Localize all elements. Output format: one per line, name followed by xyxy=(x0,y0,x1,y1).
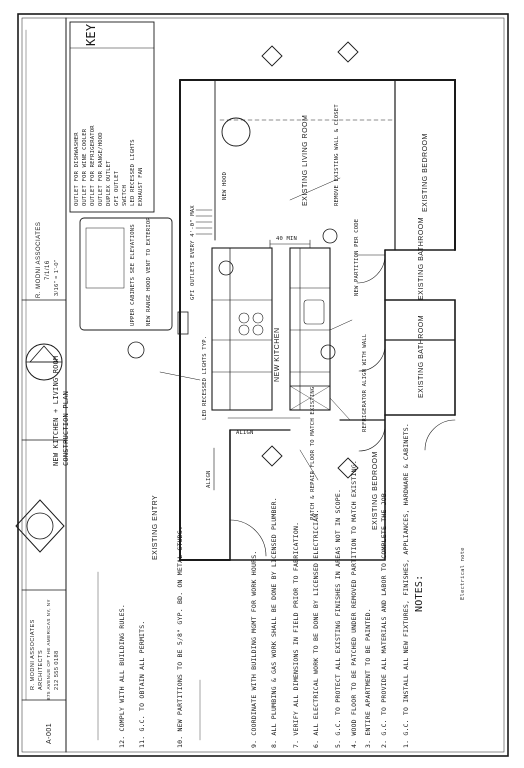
dimension-40: 40 MIN xyxy=(276,236,298,242)
room-label-bedroom-bottom: EXISTING BEDROOM xyxy=(372,451,379,530)
title-block-scale: 3/16" = 1'-0" xyxy=(54,259,60,296)
note-item: 3. ENTIRE APARTMENT TO BE PAINTED. xyxy=(364,608,372,748)
legend-item: EXHAUST FAN xyxy=(138,167,144,206)
note-item: 10. NEW PARTITIONS TO BE 5/8" GYP. BD. O… xyxy=(176,525,184,748)
recessed-note: LED RECESSED LIGHTS TYP. xyxy=(202,335,208,420)
legend-item: SWITCH xyxy=(122,184,128,206)
title-block-sheet-number: A-001 xyxy=(46,722,53,744)
rangehood-note: NEW RANGE HOOD VENT TO EXTERIOR xyxy=(146,217,152,326)
title-block-sheet-title: CONSTRUCTION PLAN xyxy=(62,390,70,466)
mid-note: NEW PARTITION PER CODE xyxy=(354,218,360,296)
notes-header: NOTES: xyxy=(414,574,425,612)
top-note: REMOVE EXISTING WALL & CLOSET xyxy=(334,104,340,206)
note-item: 11. G.C. TO OBTAIN ALL PERMITS. xyxy=(138,620,146,748)
margin-note: Electrical note xyxy=(460,547,466,600)
legend-item: GFI OUTLET xyxy=(114,170,120,206)
room-label-entry: EXISTING ENTRY xyxy=(152,494,159,560)
room-label-bath-1: EXISTING BATHROOM xyxy=(418,216,425,300)
note-item: 6. ALL ELECTRICAL WORK TO BE DONE BY LIC… xyxy=(312,509,320,748)
note-item: 12. COMPLY WITH ALL BUILDING RULES. xyxy=(118,604,126,748)
note-item: 1. G.C. TO INSTALL ALL NEW FIXTURES, FIN… xyxy=(402,423,410,748)
cabinet-note: UPPER CABINETS SEE ELEVATIONS xyxy=(130,224,136,326)
legend-header: KEY xyxy=(84,23,98,46)
title-block-address: 875 AVENUE OF THE AMERICAS NY, NY xyxy=(46,598,51,700)
title-block-firm-type: ARCHITECTS xyxy=(38,649,44,690)
align-label-2: ALIGN xyxy=(206,470,212,488)
room-label-bedroom-top: EXISTING BEDROOM xyxy=(422,133,429,212)
outlet-note: GFI OUTLETS EVERY 4'-0" MAX xyxy=(190,205,196,300)
title-block-phone: 212 555 0188 xyxy=(54,650,60,690)
legend-item: OUTLET FOR WINE COOLER xyxy=(82,128,88,206)
legend-item: DUPLEX OUTLET xyxy=(106,160,112,206)
title-block-firm-name: R. MODNI ASSOCIATES xyxy=(30,619,36,690)
note-item: 5. G.C. TO PROTECT ALL EXISTING FINISHES… xyxy=(334,488,342,748)
note-item: 4. WOOD FLOOR TO BE PATCHED UNDER REMOVE… xyxy=(350,460,358,748)
bottom-note: PATCH & REPAIR FLOOR TO MATCH EXISTING xyxy=(310,386,316,520)
room-label-bath-2: EXISTING BATHROOM xyxy=(418,314,425,398)
title-block-firm: R. MODNI ASSOCIATES xyxy=(36,221,42,298)
legend-item: OUTLET FOR DISHWASHER xyxy=(74,132,80,206)
note-item: 7. VERIFY ALL DIMENSIONS IN FIELD PRIOR … xyxy=(292,521,300,748)
note-item: 9. COORDINATE WITH BUILDING MGMT FOR WOR… xyxy=(250,550,258,748)
align-label-1: ALIGN xyxy=(236,430,254,436)
refrigerator-note: REFRIGERATOR ALIGN WITH WALL xyxy=(362,333,368,432)
legend-item: LED RECESSED LIGHTS xyxy=(130,139,136,206)
room-label-living: EXISTING LIVING ROOM xyxy=(302,114,309,206)
legend-item: OUTLET FOR RANGE/HOOD xyxy=(98,132,104,206)
title-block-date: 7/1/16 xyxy=(45,260,51,280)
room-label-kitchen: NEW KITCHEN xyxy=(274,327,281,383)
note-item: 8. ALL PLUMBING & GAS WORK SHALL BE DONE… xyxy=(270,497,278,748)
note-item: 2. G.C. TO PROVIDE ALL MATERIALS AND LAB… xyxy=(380,488,388,748)
hood-note: NEW HOOD xyxy=(222,171,228,200)
title-block-project: NEW KITCHEN + LIVING ROOM xyxy=(52,355,60,466)
legend-item: OUTLET FOR REFRIGERATOR xyxy=(90,125,96,206)
